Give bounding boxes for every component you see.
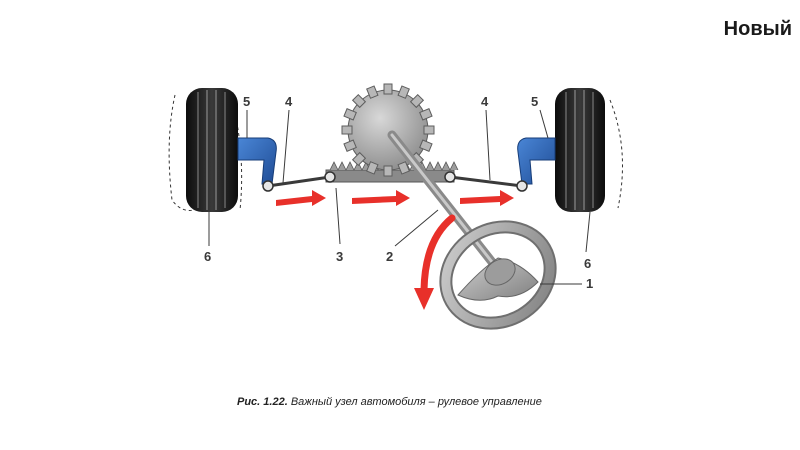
label-knuckle-arm-right: 5 — [531, 94, 538, 109]
label-wheel-right: 6 — [584, 256, 591, 271]
steering-rotation-arrow — [420, 214, 456, 294]
right-wheel — [555, 88, 623, 212]
label-steering-shaft: 2 — [386, 249, 393, 264]
label-rack: 3 — [336, 249, 343, 264]
label-tie-rod-right: 4 — [481, 94, 489, 109]
right-tie-rod — [449, 175, 523, 188]
label-steering-wheel: 1 — [586, 276, 593, 291]
pinion-gear — [341, 83, 435, 177]
figure-number: Рис. 1.22. — [237, 396, 288, 408]
right-knuckle-arm — [517, 137, 556, 185]
label-knuckle-arm-left: 5 — [243, 94, 250, 109]
steering-wheel — [439, 220, 557, 330]
ball-joints — [262, 171, 528, 192]
left-tie-rod — [267, 175, 331, 188]
label-wheel-left: 6 — [204, 249, 211, 264]
slide-title: Новый — [723, 18, 792, 40]
left-knuckle-arm — [237, 137, 277, 185]
figure-caption-text: Важный узел автомобиля – рулевое управле… — [290, 396, 542, 408]
left-wheel — [168, 88, 243, 212]
label-tie-rod-left: 4 — [285, 94, 293, 109]
motion-arrows — [276, 190, 514, 206]
figure-caption: Рис. 1.22. Важный узел автомобиля – руле… — [237, 396, 542, 408]
